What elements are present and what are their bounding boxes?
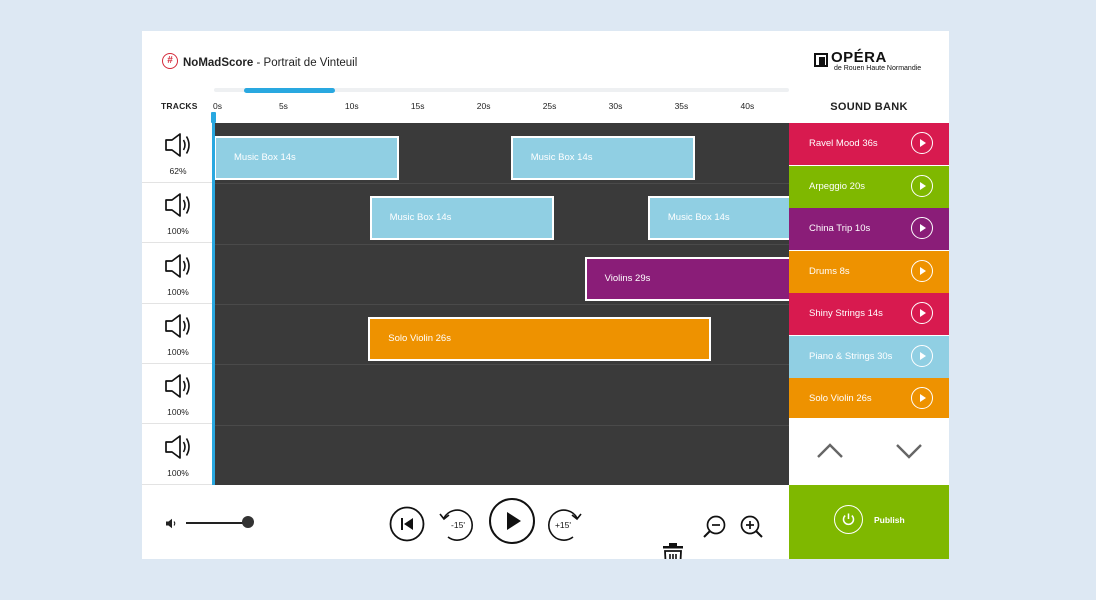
track-divider xyxy=(214,243,789,245)
app-window: # NoMadScore - Portrait de Vinteuil OPÉR… xyxy=(142,31,949,559)
title-separator: - xyxy=(253,57,264,69)
tick-label: 40s xyxy=(740,101,755,111)
play-circle-icon[interactable] xyxy=(911,259,933,282)
play-circle-icon[interactable] xyxy=(911,302,933,324)
nomadscore-logo-icon: # xyxy=(162,53,178,69)
tick-label: 30s xyxy=(608,101,623,111)
forward-15-button[interactable]: +15' xyxy=(543,504,585,544)
track-volume-control[interactable]: 100% xyxy=(142,364,214,425)
skip-to-start-button[interactable] xyxy=(389,506,425,542)
sound-bank-item[interactable]: Ravel Mood 36s xyxy=(789,123,949,165)
track-volume-value: 100% xyxy=(167,346,189,357)
trash-icon[interactable] xyxy=(659,543,687,559)
track-volume-control[interactable]: 100% xyxy=(142,244,214,304)
timeline-scrollbar[interactable] xyxy=(214,88,789,92)
sound-bank-item[interactable]: Piano & Strings 30s xyxy=(789,335,949,378)
sound-bank-item-label: China Trip 10s xyxy=(809,223,871,234)
track-divider xyxy=(214,364,789,366)
track-volume-value: 62% xyxy=(169,166,187,176)
master-volume-handle[interactable] xyxy=(242,516,254,528)
chevron-up-icon[interactable] xyxy=(815,436,845,466)
rewind-15-button[interactable]: -15' xyxy=(436,504,478,544)
speaker-icon xyxy=(165,133,190,157)
volume-icon xyxy=(166,518,176,529)
publish-button[interactable] xyxy=(834,505,863,534)
track-clip[interactable]: Music Box 14s xyxy=(214,136,399,180)
transport-bar: -15' +15' xyxy=(142,485,789,559)
track-clip[interactable]: Music Box 14s xyxy=(369,196,555,241)
sound-bank-item-label: Piano & Strings 30s xyxy=(809,350,893,362)
sound-bank-item[interactable]: Solo Violin 26s xyxy=(789,378,949,420)
play-circle-icon[interactable] xyxy=(911,174,933,197)
speaker-icon xyxy=(165,374,190,399)
sound-bank-item[interactable]: Drums 8s xyxy=(789,250,949,293)
tracks-label: TRACKS xyxy=(161,101,198,111)
forward-label: +15' xyxy=(555,520,571,530)
speaker-icon xyxy=(165,253,190,278)
track-volume-value: 100% xyxy=(167,407,189,418)
rewind-label: -15' xyxy=(451,520,465,530)
sound-bank-item-label: Arpeggio 20s xyxy=(809,180,865,192)
track-labels: 62% 100% 100% 100% 100% 100% xyxy=(142,123,215,485)
tick-label: 10s xyxy=(344,101,359,111)
play-circle-icon[interactable] xyxy=(911,132,933,154)
track-volume-value: 100% xyxy=(167,286,189,297)
track-divider xyxy=(214,424,789,426)
power-icon xyxy=(842,513,855,526)
time-ruler[interactable]: 0s 5s 10s 15s 20s 25s 30s 35s 40s xyxy=(213,95,789,123)
speaker-icon xyxy=(165,193,190,218)
chevron-down-icon[interactable] xyxy=(894,436,924,466)
timeline-scrollbar-thumb[interactable] xyxy=(244,88,335,93)
track-volume-value: 100% xyxy=(167,467,189,478)
tick-label: 35s xyxy=(674,101,689,111)
track-volume-value: 100% xyxy=(167,226,189,237)
opera-logo-name: OPÉRA xyxy=(831,49,887,66)
opera-logo: OPÉRA de Rouen Haute Normandie xyxy=(814,49,924,75)
app-name: NoMadScore xyxy=(183,57,254,69)
opera-logo-icon xyxy=(814,53,828,67)
zoom-out-icon[interactable] xyxy=(702,514,728,540)
track-clip[interactable]: Solo Violin 26s xyxy=(368,316,712,361)
tick-label: 5s xyxy=(278,101,288,111)
sound-bank-item[interactable]: Shiny Strings 14s xyxy=(789,293,949,335)
track-volume-control[interactable]: 62% xyxy=(142,123,214,183)
project-title: Portrait de Vinteuil xyxy=(263,57,358,69)
playhead[interactable] xyxy=(212,112,215,485)
track-clip[interactable]: Violins 29s xyxy=(584,256,789,301)
play-circle-icon[interactable] xyxy=(911,387,933,409)
publish-panel: Publish xyxy=(789,485,949,559)
tick-label: 0s xyxy=(213,101,222,111)
tick-label: 25s xyxy=(542,101,557,111)
sound-bank-nav xyxy=(789,418,949,485)
track-divider xyxy=(214,303,789,305)
publish-label[interactable]: Publish xyxy=(874,515,905,525)
play-circle-icon[interactable] xyxy=(911,217,933,239)
sound-bank-item-label: Drums 8s xyxy=(809,265,850,277)
sound-bank-item-label: Ravel Mood 36s xyxy=(809,138,878,149)
play-button[interactable] xyxy=(488,497,536,545)
track-clip[interactable]: Music Box 14s xyxy=(510,136,696,180)
master-volume-slider[interactable] xyxy=(186,522,248,524)
play-circle-icon[interactable] xyxy=(911,344,933,367)
track-clip[interactable]: Music Box 14s xyxy=(647,196,789,241)
track-volume-control[interactable]: 100% xyxy=(142,304,214,364)
sound-bank-item[interactable]: China Trip 10s xyxy=(789,208,949,250)
zoom-in-icon[interactable] xyxy=(739,514,765,540)
track-divider xyxy=(214,183,789,185)
track-volume-control[interactable]: 100% xyxy=(142,183,214,244)
sound-bank-item-label: Shiny Strings 14s xyxy=(809,308,883,319)
speaker-icon xyxy=(165,314,190,338)
opera-logo-subtitle: de Rouen Haute Normandie xyxy=(834,65,922,72)
track-volume-control[interactable]: 100% xyxy=(142,425,214,485)
sound-bank-title: SOUND BANK xyxy=(830,101,908,113)
page-title: NoMadScore - Portrait de Vinteuil xyxy=(183,57,357,69)
playhead-handle[interactable] xyxy=(211,112,216,123)
tick-label: 15s xyxy=(410,101,425,111)
speaker-icon xyxy=(165,434,190,459)
tick-label: 20s xyxy=(476,101,491,111)
sound-bank-item-label: Solo Violin 26s xyxy=(809,393,872,404)
sound-bank-item[interactable]: Arpeggio 20s xyxy=(789,165,949,208)
